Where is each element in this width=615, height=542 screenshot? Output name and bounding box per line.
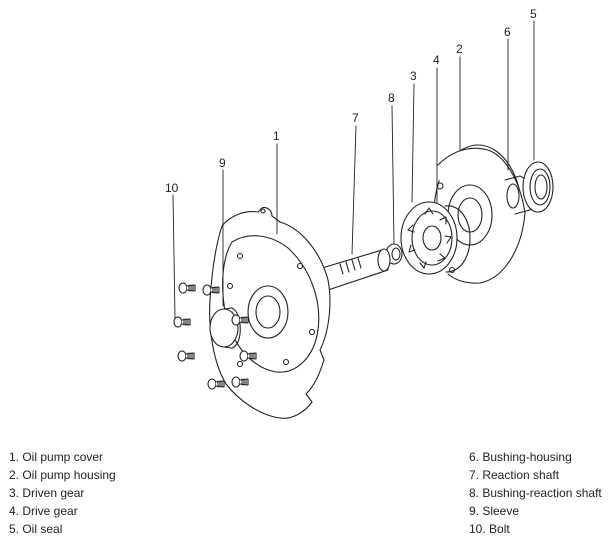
legend-item-oil-pump-housing: 2. Oil pump housing: [9, 468, 116, 482]
legend-item-bushing-housing: 6. Bushing-housing: [469, 450, 572, 464]
callout-10: 10: [165, 181, 179, 195]
callout-9: 9: [219, 156, 226, 170]
callout-8: 8: [388, 91, 395, 105]
legend-right: 6. Bushing-housing 7. Reaction shaft 8. …: [469, 448, 602, 538]
legend-item-drive-gear: 4. Drive gear: [9, 504, 78, 518]
legend-item-oil-seal: 5. Oil seal: [9, 522, 63, 536]
callout-1: 1: [273, 129, 280, 143]
legend-item-bushing-reaction-shaft: 8. Bushing-reaction shaft: [469, 486, 602, 500]
callout-labels: 1 2 3 4 5 6 7 8 9 10: [165, 7, 537, 195]
legend-left: 1. Oil pump cover 2. Oil pump housing 3.…: [9, 448, 116, 538]
leader-lines: [172, 20, 535, 319]
callout-6: 6: [504, 25, 511, 39]
legend-item-driven-gear: 3. Driven gear: [9, 486, 85, 500]
legend-item-bolt: 10. Bolt: [469, 522, 510, 536]
callout-4: 4: [433, 53, 440, 67]
callout-7: 7: [352, 111, 359, 125]
oil-pump-cover-part: [209, 206, 331, 419]
callout-2: 2: [456, 42, 463, 56]
oil-seal-part: [522, 161, 554, 213]
gear-set-part: [400, 201, 471, 275]
legend-item-sleeve: 9. Sleeve: [469, 504, 520, 518]
bolt-set-part: [173, 282, 257, 390]
reaction-shaft-part: [321, 248, 391, 291]
legend-item-oil-pump-cover: 1. Oil pump cover: [9, 450, 104, 464]
sleeve-part: [209, 307, 241, 349]
legend-item-reaction-shaft: 7. Reaction shaft: [469, 468, 560, 482]
callout-5: 5: [530, 7, 537, 21]
callout-3: 3: [410, 69, 417, 83]
